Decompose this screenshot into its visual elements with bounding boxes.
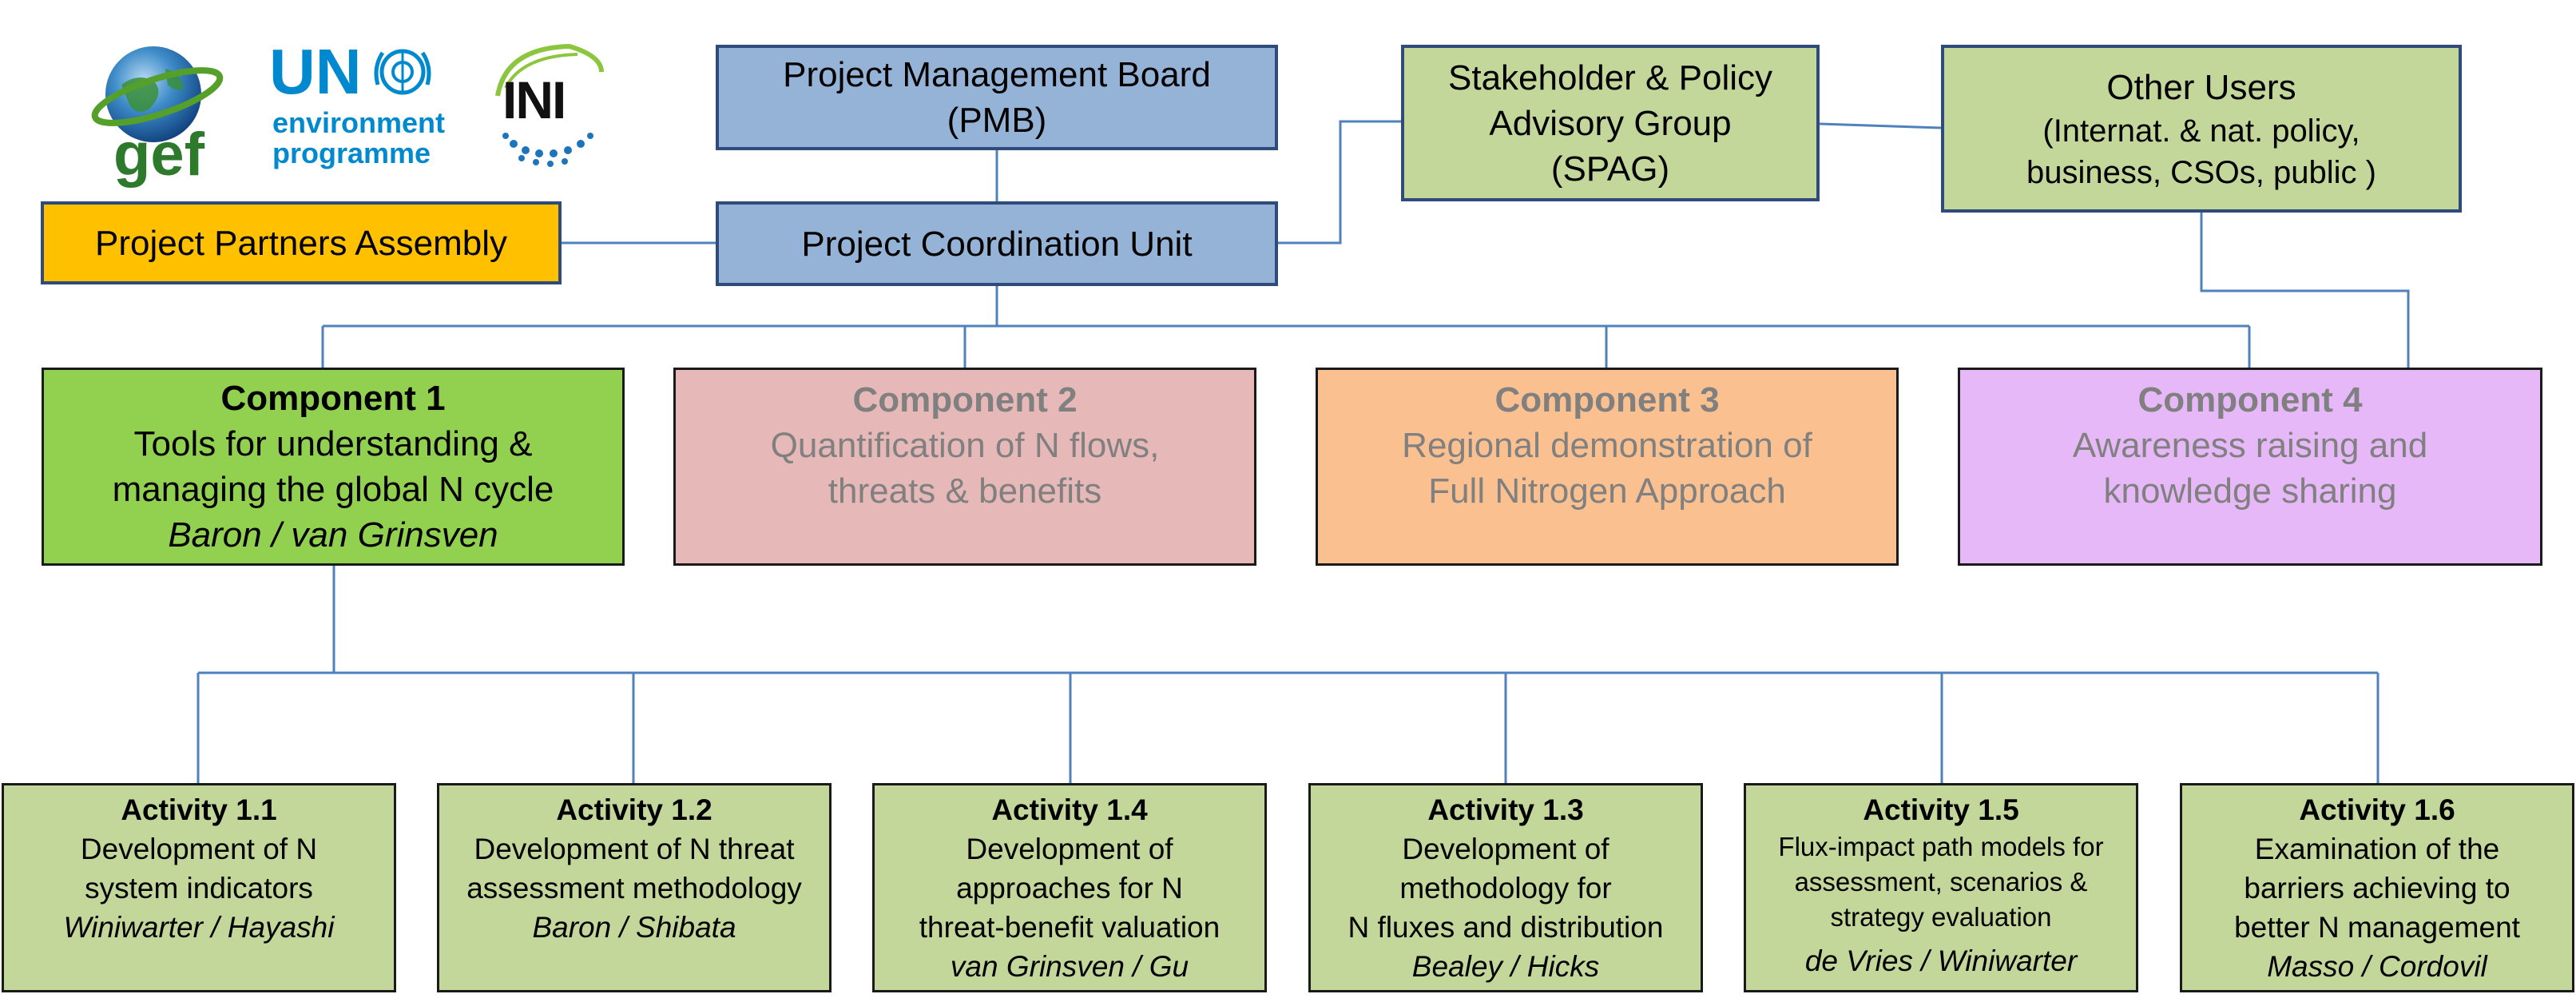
activity-1-2-box: Activity 1.2 Development of N threat ass… bbox=[437, 783, 832, 992]
gef-logo: gef bbox=[89, 37, 225, 189]
activity-1-5-leads: de Vries / Winiwarter bbox=[1804, 944, 2078, 977]
activity-1-3-title: Activity 1.3 bbox=[1427, 793, 1584, 826]
un-emblem-icon bbox=[374, 49, 431, 95]
project-coordination-unit-box: Project Coordination Unit bbox=[716, 201, 1278, 286]
activity-1-1-line-2: system indicators bbox=[85, 872, 313, 905]
activity-1-6-leads: Masso / Cordovil bbox=[2267, 950, 2487, 983]
activity-1-6-line-2: barriers achieving to bbox=[2244, 872, 2511, 905]
component-1-leads: Baron / van Grinsven bbox=[168, 515, 498, 555]
un-programme-text: programme bbox=[272, 137, 431, 169]
pmb-abbrev: (PMB) bbox=[947, 101, 1047, 140]
pcu-title: Project Coordination Unit bbox=[801, 224, 1193, 264]
activity-1-4-line-1: Development of bbox=[966, 833, 1173, 865]
component-2-line-2: threats & benefits bbox=[828, 471, 1102, 511]
component-4-line-1: Awareness raising and bbox=[2072, 426, 2428, 465]
un-environment-logo: UN environment programme bbox=[269, 38, 453, 174]
activity-1-5-line-1: Flux-impact path models for bbox=[1778, 832, 2104, 861]
component-1-box: Component 1 Tools for understanding & ma… bbox=[42, 368, 625, 566]
spag-line-3: (SPAG) bbox=[1550, 149, 1670, 189]
activity-1-2-leads: Baron / Shibata bbox=[532, 911, 736, 944]
activity-1-6-line-1: Examination of the bbox=[2254, 833, 2500, 865]
activity-1-1-line-1: Development of N bbox=[80, 833, 318, 865]
component-1-title: Component 1 bbox=[220, 379, 446, 418]
activity-1-1-box: Activity 1.1 Development of N system ind… bbox=[2, 783, 396, 992]
activity-1-2-line-2: assessment methodology bbox=[466, 872, 802, 905]
ppa-title: Project Partners Assembly bbox=[95, 223, 507, 263]
activity-1-4-line-2: approaches for N bbox=[956, 872, 1183, 905]
project-partners-assembly-box: Project Partners Assembly bbox=[41, 201, 562, 284]
pmb-title: Project Management Board bbox=[783, 55, 1211, 94]
activity-1-3-line-2: methodology for bbox=[1399, 872, 1612, 905]
ini-leaf-icon bbox=[495, 43, 604, 167]
un-wordmark: UN bbox=[269, 36, 362, 107]
gef-wordmark: gef bbox=[113, 121, 204, 189]
component-1-line-1: Tools for understanding & bbox=[133, 424, 533, 463]
ini-logo: INI bbox=[482, 40, 616, 169]
activity-1-3-line-3: N fluxes and distribution bbox=[1348, 911, 1664, 944]
component-4-box: Component 4 Awareness raising and knowle… bbox=[1958, 368, 2542, 566]
component-3-box: Component 3 Regional demonstration of Fu… bbox=[1316, 368, 1899, 566]
other-users-line-2: business, CSOs, public ) bbox=[2026, 154, 2376, 190]
activity-1-3-leads: Bealey / Hicks bbox=[1411, 950, 1600, 983]
activity-1-1-leads: Winiwarter / Hayashi bbox=[63, 911, 335, 944]
activity-1-6-line-3: better N management bbox=[2234, 911, 2520, 944]
component-4-title: Component 4 bbox=[2137, 380, 2363, 419]
activity-1-3-line-1: Development of bbox=[1402, 833, 1610, 865]
activity-1-5-line-2: assessment, scenarios & bbox=[1794, 867, 2088, 897]
component-3-title: Component 3 bbox=[1494, 380, 1720, 419]
component-3-line-2: Full Nitrogen Approach bbox=[1428, 471, 1786, 511]
activity-1-5-title: Activity 1.5 bbox=[1863, 793, 2019, 826]
component-3-line-1: Regional demonstration of bbox=[1402, 426, 1812, 465]
activity-1-2-line-1: Development of N threat bbox=[474, 833, 795, 865]
activity-1-4-box: Activity 1.4 Development of approaches f… bbox=[872, 783, 1267, 992]
activity-1-6-title: Activity 1.6 bbox=[2299, 793, 2455, 826]
activity-1-4-line-3: threat-benefit valuation bbox=[919, 911, 1221, 944]
component-2-line-1: Quantification of N flows, bbox=[770, 426, 1160, 465]
activity-1-1-title: Activity 1.1 bbox=[121, 793, 277, 826]
component-1-line-2: managing the global N cycle bbox=[112, 470, 554, 509]
un-environment-text: environment bbox=[272, 106, 446, 139]
project-management-board-box: Project Management Board (PMB) bbox=[716, 45, 1278, 150]
spag-line-2: Advisory Group bbox=[1489, 103, 1732, 143]
activity-1-4-title: Activity 1.4 bbox=[991, 793, 1148, 826]
activity-1-6-box: Activity 1.6 Examination of the barriers… bbox=[2180, 783, 2574, 992]
activity-1-2-title: Activity 1.2 bbox=[556, 793, 712, 826]
ini-wordmark: INI bbox=[502, 70, 566, 129]
spag-box: Stakeholder & Policy Advisory Group (SPA… bbox=[1401, 45, 1820, 201]
component-2-title: Component 2 bbox=[852, 380, 1078, 419]
spag-line-1: Stakeholder & Policy bbox=[1448, 58, 1772, 97]
component-2-box: Component 2 Quantification of N flows, t… bbox=[673, 368, 1256, 566]
globe-icon bbox=[91, 46, 224, 142]
activity-1-5-line-3: strategy evaluation bbox=[1830, 902, 2052, 932]
component-4-line-2: knowledge sharing bbox=[2103, 471, 2397, 511]
activity-1-4-leads: van Grinsven / Gu bbox=[950, 950, 1189, 983]
activity-1-5-box: Activity 1.5 Flux-impact path models for… bbox=[1744, 783, 2138, 992]
activity-1-3-box: Activity 1.3 Development of methodology … bbox=[1308, 783, 1703, 992]
other-users-line-1: (Internat. & nat. policy, bbox=[2042, 113, 2360, 149]
other-users-title: Other Users bbox=[2106, 67, 2296, 107]
other-users-box: Other Users (Internat. & nat. policy, bu… bbox=[1941, 45, 2462, 213]
